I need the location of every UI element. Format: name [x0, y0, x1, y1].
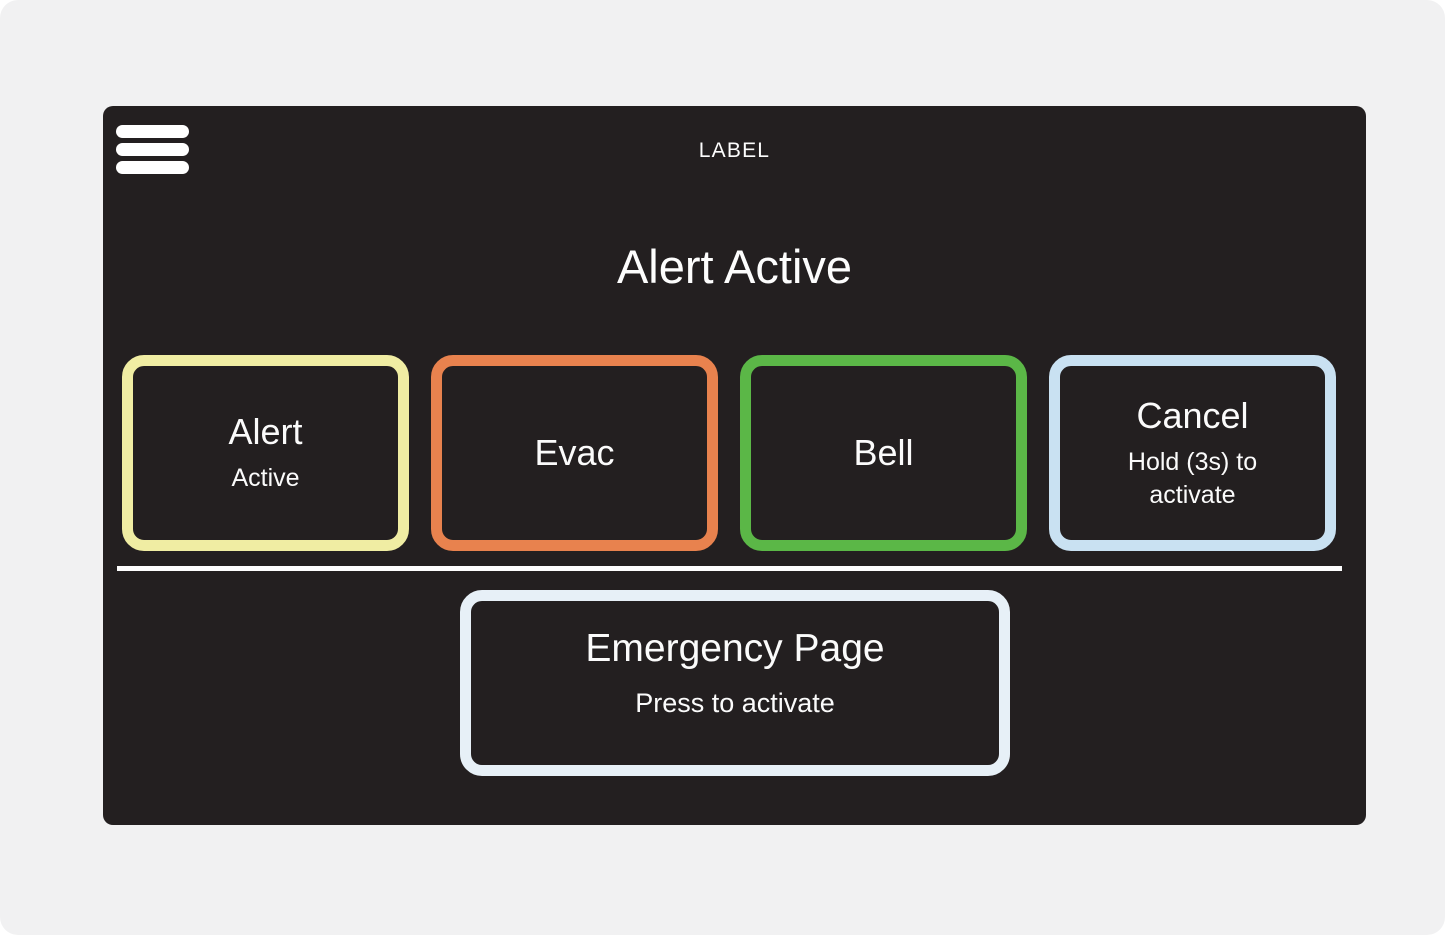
alert-panel: LABEL Alert Active Alert Active Evac Bel…: [103, 106, 1366, 825]
cancel-button-title: Cancel: [1136, 394, 1249, 436]
hamburger-bar: [116, 125, 189, 138]
emergency-page-button[interactable]: Emergency Page Press to activate: [460, 590, 1010, 776]
bell-button-title: Bell: [853, 432, 914, 474]
emergency-page-title: Emergency Page: [585, 627, 885, 671]
alert-button-row: Alert Active Evac Bell Cancel Hold (3s) …: [122, 355, 1336, 551]
hamburger-bar: [116, 161, 189, 174]
cancel-button-subtitle: Hold (3s) to activate: [1127, 448, 1258, 509]
cancel-button[interactable]: Cancel Hold (3s) to activate: [1049, 355, 1336, 551]
evac-button[interactable]: Evac: [431, 355, 718, 551]
evac-button-title: Evac: [534, 432, 615, 474]
emergency-page-subtitle: Press to activate: [635, 687, 835, 718]
alert-button-subtitle: Active: [231, 464, 300, 493]
hamburger-menu-icon[interactable]: [116, 125, 189, 174]
alert-button-title: Alert: [228, 411, 303, 453]
header-label: LABEL: [698, 139, 771, 162]
alert-button[interactable]: Alert Active: [122, 355, 409, 551]
section-divider: [117, 566, 1342, 571]
status-heading: Alert Active: [616, 240, 853, 293]
hamburger-bar: [116, 143, 189, 156]
bell-button[interactable]: Bell: [740, 355, 1027, 551]
